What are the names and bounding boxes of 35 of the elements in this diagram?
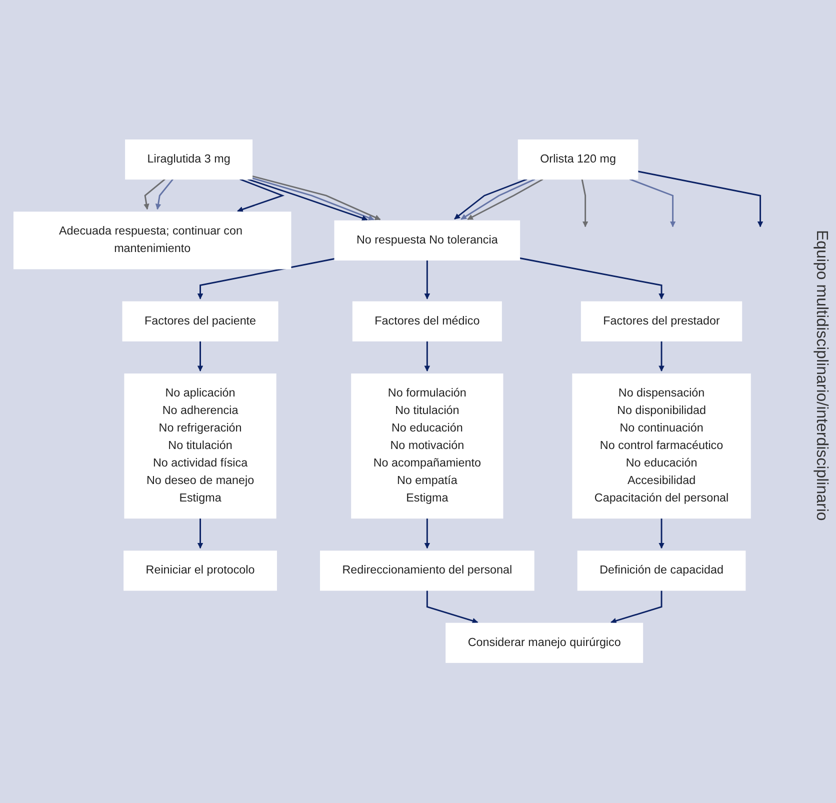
node-box: No respuesta No tolerancia xyxy=(334,220,520,261)
arrow xyxy=(610,590,662,624)
node-box: No aplicación No adherencia No refrigeración No titulación No actividad física No deseo de manejo Estigma xyxy=(124,374,276,519)
node-box: Considerar manejo quirúrgico xyxy=(446,623,644,664)
node-box: Redireccionamiento del personal xyxy=(320,550,534,592)
node-box: No dispensación No disponibilidad No continuación No control farmacéutico No educación Accesibilidad Capacitación del personal xyxy=(572,374,751,519)
node-box: Reiniciar el protocolo xyxy=(124,550,277,592)
arrow xyxy=(424,518,430,549)
arrow xyxy=(426,590,478,624)
arrow xyxy=(237,178,285,212)
arrow xyxy=(467,178,544,220)
arrow xyxy=(155,179,174,210)
arrow xyxy=(658,341,664,372)
node-box: Liraglutida 3 mg xyxy=(125,140,253,180)
arrow xyxy=(638,170,764,228)
arrow xyxy=(460,178,536,220)
node-box: No formulación No titulación No educación No motivación No acompañamiento No empatía Estigma xyxy=(351,374,504,519)
arrow xyxy=(424,260,430,300)
arrow xyxy=(197,518,204,549)
node-box: Factores del prestador xyxy=(580,302,742,342)
node-box: Adecuada respuesta; continuar con mantenimiento xyxy=(13,212,292,270)
node-box: Definición de capacidad xyxy=(577,550,746,592)
arrow xyxy=(581,179,588,228)
arrow xyxy=(658,518,664,549)
arrow xyxy=(197,258,335,300)
arrow xyxy=(424,341,430,372)
arrow xyxy=(144,178,166,210)
side-note: Equipo multidisciplinario/interdisciplinario xyxy=(812,230,830,521)
arrow xyxy=(454,178,528,220)
node-box: Factores del médico xyxy=(352,302,502,342)
arrow xyxy=(629,178,676,228)
node-box: Orlista 120 mg xyxy=(518,140,638,180)
node-box: Factores del paciente xyxy=(122,302,278,342)
arrow xyxy=(520,258,664,300)
arrow xyxy=(197,341,204,372)
